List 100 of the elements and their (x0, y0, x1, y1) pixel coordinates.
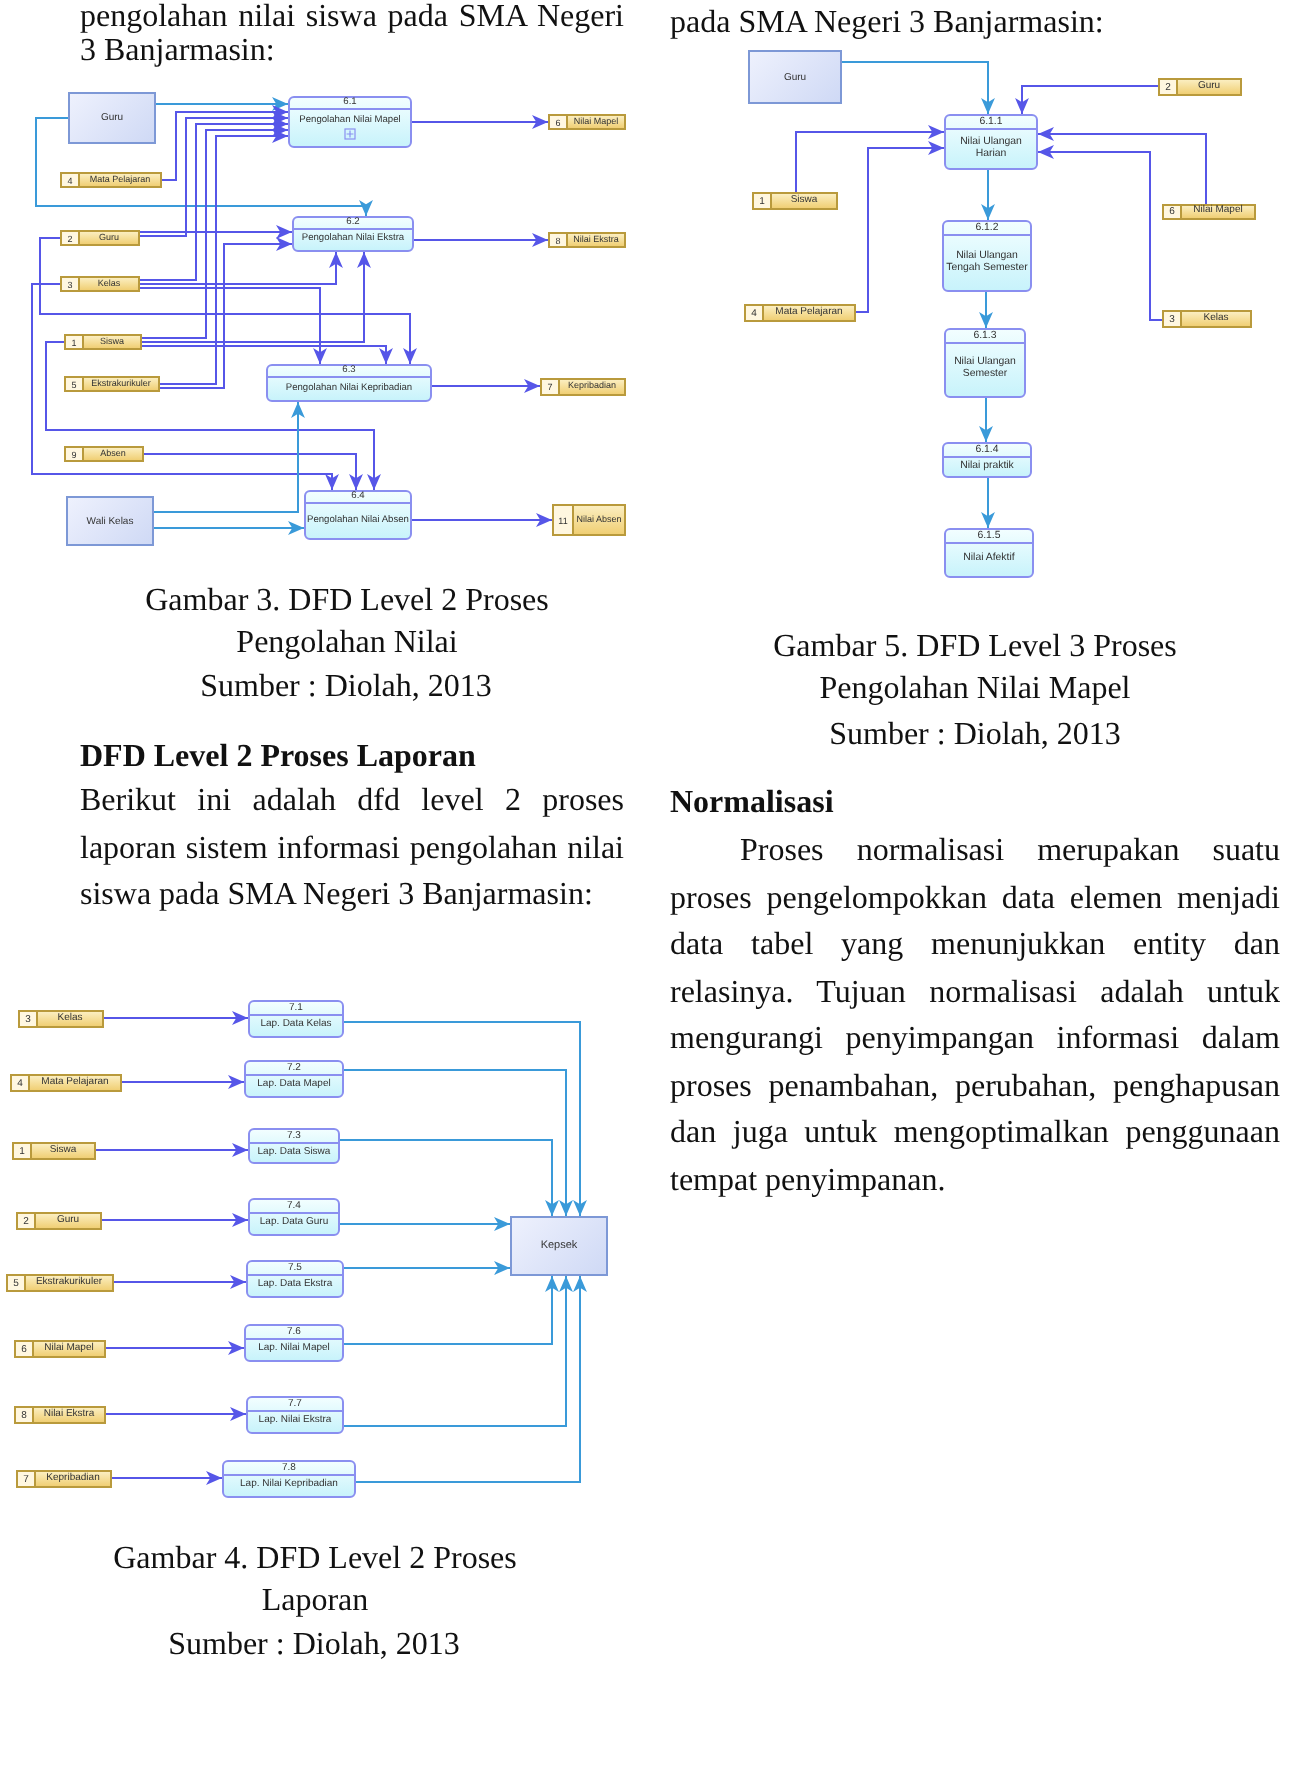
process-box (288, 96, 412, 148)
arrow (155, 97, 289, 111)
external-entity-box (510, 1216, 608, 1276)
arrow (343, 1069, 573, 1217)
body-paragraph: Berikut ini adalah dfd level 2 proses laporan sistem informasi pengolahan nilai siswa pada SMA Negeri 3 Banjarmasin: (80, 782, 624, 916)
arrow (111, 1471, 223, 1485)
data-store (12, 1142, 96, 1160)
arrow (153, 521, 305, 535)
process-box (222, 1460, 356, 1498)
data-store (1162, 204, 1256, 220)
figure-caption: Gambar 3. DFD Level 2 Proses Pengolahan Nilai (143, 582, 551, 664)
arrow (841, 61, 995, 115)
body-paragraph: pada SMA Negeri 3 Banjarmasin: (670, 6, 1106, 40)
figure-caption: Gambar 5. DFD Level 3 Proses Pengolahan Nilai Mapel (771, 628, 1179, 710)
data-store (64, 334, 142, 350)
data-store (1158, 78, 1242, 96)
arrow (855, 141, 945, 313)
arrow (343, 1275, 573, 1427)
arrow (411, 115, 549, 129)
arrow (795, 125, 945, 193)
arrow (981, 477, 995, 529)
data-store (1162, 310, 1252, 328)
arrow (161, 105, 289, 181)
arrow (143, 453, 363, 491)
data-store (548, 232, 626, 248)
arrow (103, 1011, 249, 1025)
arrow (339, 1139, 559, 1217)
arrow (1037, 127, 1207, 205)
arrow (139, 287, 327, 365)
data-store (18, 1010, 104, 1028)
arrow (1015, 85, 1159, 115)
arrow (343, 1261, 511, 1275)
external-entity-box (748, 50, 842, 104)
arrow (31, 283, 339, 491)
arrow (101, 1213, 249, 1227)
arrow (981, 169, 995, 221)
arrow (113, 1275, 247, 1289)
data-store (10, 1074, 122, 1092)
process-box (944, 328, 1026, 398)
arrow (431, 379, 541, 393)
arrow (153, 401, 305, 513)
data-store (752, 192, 838, 210)
arrow (141, 345, 393, 365)
body-paragraph: Proses normalisasi merupakan suatu proses pengelompokkan data elemen menjadi data tabel yang menunjukkan entity dan relasinya. Tujuan normalisasi adalah untuk mengurangi penyimpangan informasi dalam proses penambahan, perubahan, penghapusan dan juga untuk mengoptimalkan penggunaan tempat penyimpanan. (670, 832, 1280, 1201)
arrow (339, 1217, 511, 1231)
data-store (548, 114, 626, 130)
source-note: Sumber : Diolah, 2013 (827, 716, 1123, 756)
body-paragraph: pengolahan nilai siswa pada SMA Negeri 3 Banjarmasin: (80, 0, 624, 68)
arrow (139, 117, 289, 281)
arrow (35, 117, 373, 217)
arrow (45, 341, 381, 491)
process-box (248, 1128, 340, 1164)
process-box (942, 442, 1032, 478)
arrow (139, 225, 293, 239)
external-entity-box (68, 92, 156, 144)
arrow (39, 237, 417, 365)
arrow (105, 1407, 247, 1421)
arrow (343, 1021, 587, 1217)
arrow (355, 1275, 587, 1483)
process-box (244, 1324, 344, 1362)
process-box (944, 528, 1034, 578)
data-store (60, 230, 140, 246)
process-box (944, 114, 1038, 170)
arrow (95, 1143, 249, 1157)
process-box (248, 1198, 340, 1236)
arrow (1037, 145, 1163, 321)
data-store (64, 376, 160, 392)
data-store (14, 1406, 106, 1424)
process-box (246, 1260, 344, 1298)
data-store (64, 446, 144, 462)
arrow (343, 1275, 559, 1345)
section-heading: DFD Level 2 Proses Laporan (80, 738, 478, 778)
source-note: Sumber : Diolah, 2013 (166, 1626, 462, 1666)
data-store (60, 276, 140, 292)
arrow (411, 513, 553, 527)
arrow (141, 251, 371, 343)
external-entity-box (66, 496, 154, 546)
process-box (244, 1060, 344, 1098)
data-store (6, 1274, 114, 1292)
arrow (979, 397, 993, 443)
source-note: Sumber : Diolah, 2013 (198, 668, 494, 708)
data-store (552, 504, 626, 536)
process-box (266, 364, 432, 402)
arrow (979, 291, 993, 329)
arrow (105, 1341, 245, 1355)
arrow (413, 233, 549, 247)
data-store (60, 172, 162, 188)
data-store (16, 1212, 102, 1230)
process-box (246, 1396, 344, 1434)
process-box (304, 490, 412, 540)
data-store (540, 378, 626, 396)
arrow (121, 1075, 245, 1089)
arrow (141, 123, 289, 339)
arrow (159, 237, 293, 389)
arrow (139, 111, 289, 237)
process-box (292, 216, 414, 252)
process-box (248, 1000, 344, 1038)
process-box (942, 220, 1032, 292)
figure-caption: Gambar 4. DFD Level 2 Proses Laporan (111, 1540, 519, 1622)
arrow (159, 129, 289, 385)
